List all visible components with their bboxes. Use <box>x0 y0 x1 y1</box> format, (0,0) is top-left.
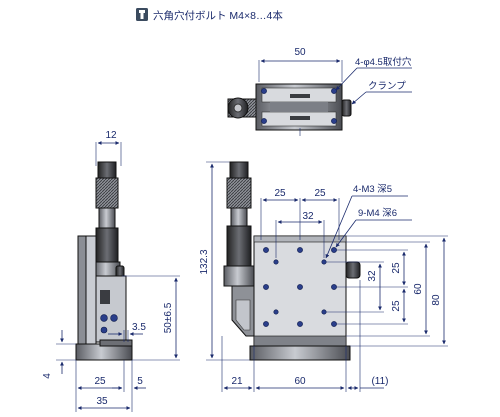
front-bottom-dim-a: 21 <box>231 376 243 387</box>
side-base-dim-a: 25 <box>94 376 106 387</box>
front-top-dim-b: 25 <box>314 188 326 199</box>
side-offset-dim: 3.5 <box>132 322 146 333</box>
mount-holes-label: 4-φ4.5取付穴 <box>355 56 412 68</box>
side-top-dim: 12 <box>105 130 117 141</box>
side-height-dim: 50±6.5 <box>163 302 174 333</box>
side-base-dim-total: 35 <box>96 396 108 407</box>
legend: 六角穴付ボルト M4×8…4本 <box>136 8 283 22</box>
front-bottom-dim-b: 60 <box>294 376 306 387</box>
tap-label-m3: 4-M3 深5 <box>353 184 392 195</box>
front-right-dim-60: 60 <box>413 283 424 295</box>
front-view: 132.3 <box>199 161 448 392</box>
tap-label-m4: 9-M4 深6 <box>358 208 397 219</box>
front-height-dim: 132.3 <box>199 249 210 274</box>
side-view: 12 3.5 50±6.5 4 <box>42 130 180 412</box>
front-bottom-dim-c: (11) <box>371 376 388 387</box>
hole-pattern <box>263 247 337 327</box>
front-pitch-dim: 32 <box>302 211 314 222</box>
top-width-dim: 50 <box>294 47 306 58</box>
top-view: 50 4-φ4.5取付穴 クランプ <box>227 47 412 136</box>
clamp-label: クランプ <box>368 81 406 92</box>
front-right-dim-b: 32 <box>367 270 378 282</box>
side-base-dim-b: 5 <box>137 376 143 387</box>
front-top-dim-a: 25 <box>274 188 286 199</box>
legend-text: 六角穴付ボルト M4×8…4本 <box>153 9 283 22</box>
front-right-dim-80: 80 <box>431 294 442 306</box>
hex-socket-bolt-icon <box>136 8 148 21</box>
side-thickness-dim: 4 <box>42 373 53 379</box>
front-right-dim-c: 25 <box>391 300 402 312</box>
front-right-dim-a: 25 <box>391 262 402 274</box>
